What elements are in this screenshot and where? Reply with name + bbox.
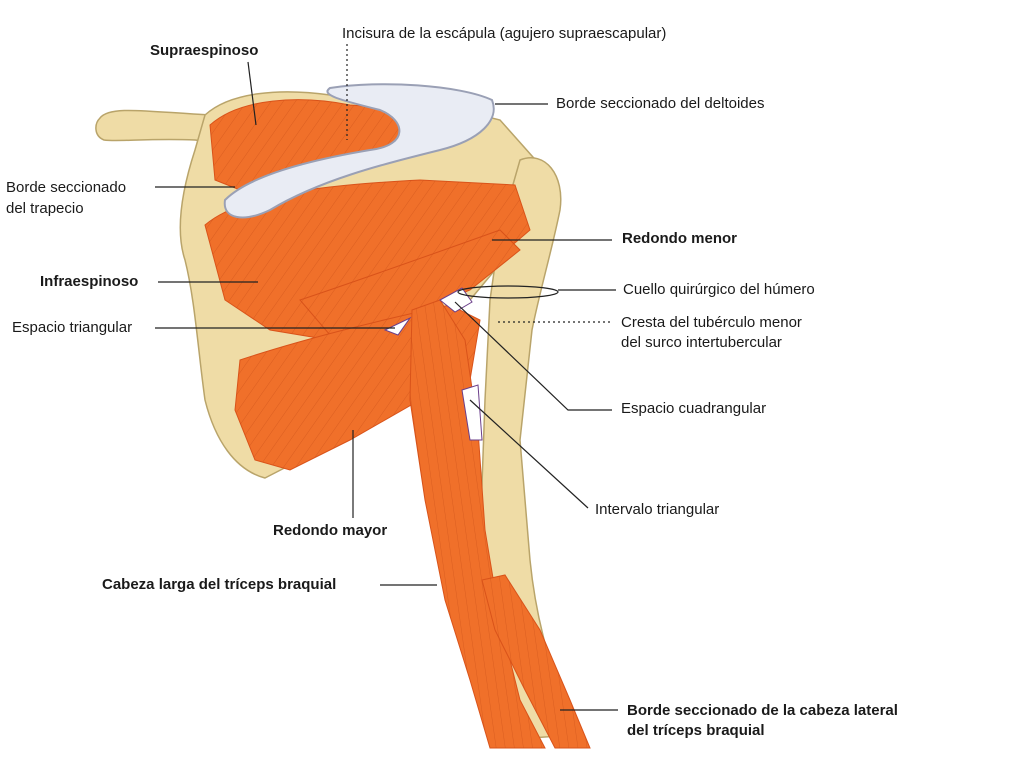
label-cresta-line1: Cresta del tubérculo menor: [621, 314, 802, 331]
label-cuello-humero: Cuello quirúrgico del húmero: [623, 281, 815, 298]
label-cresta-line2: del surco intertubercular: [621, 334, 782, 351]
label-borde-deltoides: Borde seccionado del deltoides: [556, 95, 765, 112]
label-redondo-menor: Redondo menor: [622, 230, 737, 247]
label-espacio-cuadrangular: Espacio cuadrangular: [621, 400, 767, 417]
label-infraespinoso: Infraespinoso: [40, 273, 139, 290]
label-cabeza-larga-triceps: Cabeza larga del tríceps braquial: [102, 576, 337, 593]
label-borde-trapecio-line2: del trapecio: [6, 200, 84, 217]
label-redondo-mayor: Redondo mayor: [273, 522, 388, 539]
label-incisura-escapula: Incisura de la escápula (agujero supraes…: [342, 25, 667, 42]
quadrangular-space: [439, 287, 473, 313]
label-borde-cabeza-lateral-line1: Borde seccionado de la cabeza lateral: [627, 702, 898, 719]
label-borde-cabeza-lateral-line2: del tríceps braquial: [627, 722, 765, 739]
triangular-interval: [461, 384, 483, 441]
label-espacio-triangular: Espacio triangular: [12, 319, 133, 336]
label-supraespinoso: Supraespinoso: [150, 42, 259, 59]
label-intervalo-triangular: Intervalo triangular: [595, 501, 720, 518]
label-borde-trapecio-line1: Borde seccionado: [6, 179, 127, 196]
triangular-space: [383, 316, 412, 336]
leader-lines: [155, 44, 618, 711]
cut-deltoid-trapezius-border: [223, 83, 495, 219]
